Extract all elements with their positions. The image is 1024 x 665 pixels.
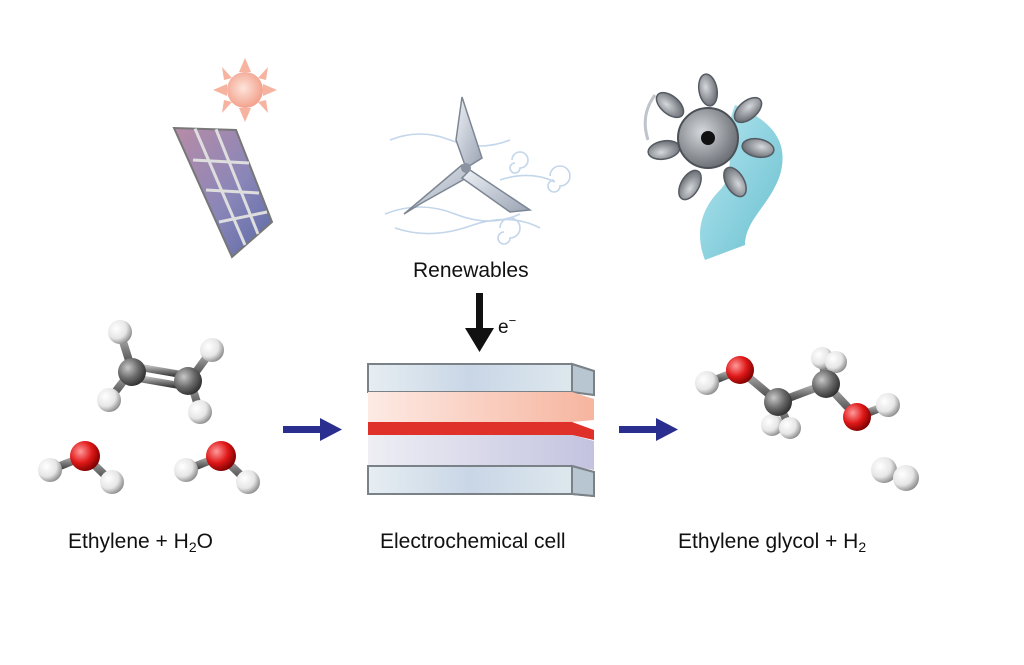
water-molecule [174,441,260,494]
ethylene-molecule [97,320,224,424]
water-molecule [38,441,124,494]
renewables-label: Renewables [413,259,529,282]
flow-arrow-right [619,418,678,441]
products-main-text: Ethylene glycol + H [678,530,859,553]
ethylene-glycol-molecule [695,347,900,439]
hydrogen-molecule [871,457,919,491]
cell-label: Electrochemical cell [380,530,566,553]
reactants-tail-text: O [196,530,213,553]
electrochemical-cell [367,362,595,498]
water-turbine-icon [643,73,783,260]
reactants-subscript: 2 [188,539,197,555]
reactants-main-text: Ethylene + H [68,530,189,553]
sun-icon [213,58,277,122]
electron-charge: − [508,313,517,328]
electron-arrow [465,293,494,352]
reactants-label: Ethylene + H2O [68,530,213,555]
products-subscript: 2 [858,539,867,555]
wind-turbine-icon [384,96,571,245]
electron-symbol: e [498,317,509,338]
solar-panel-icon [172,126,274,259]
flow-arrow-left [283,418,342,441]
products-label: Ethylene glycol + H2 [678,530,866,555]
electron-label: e− [498,313,516,339]
